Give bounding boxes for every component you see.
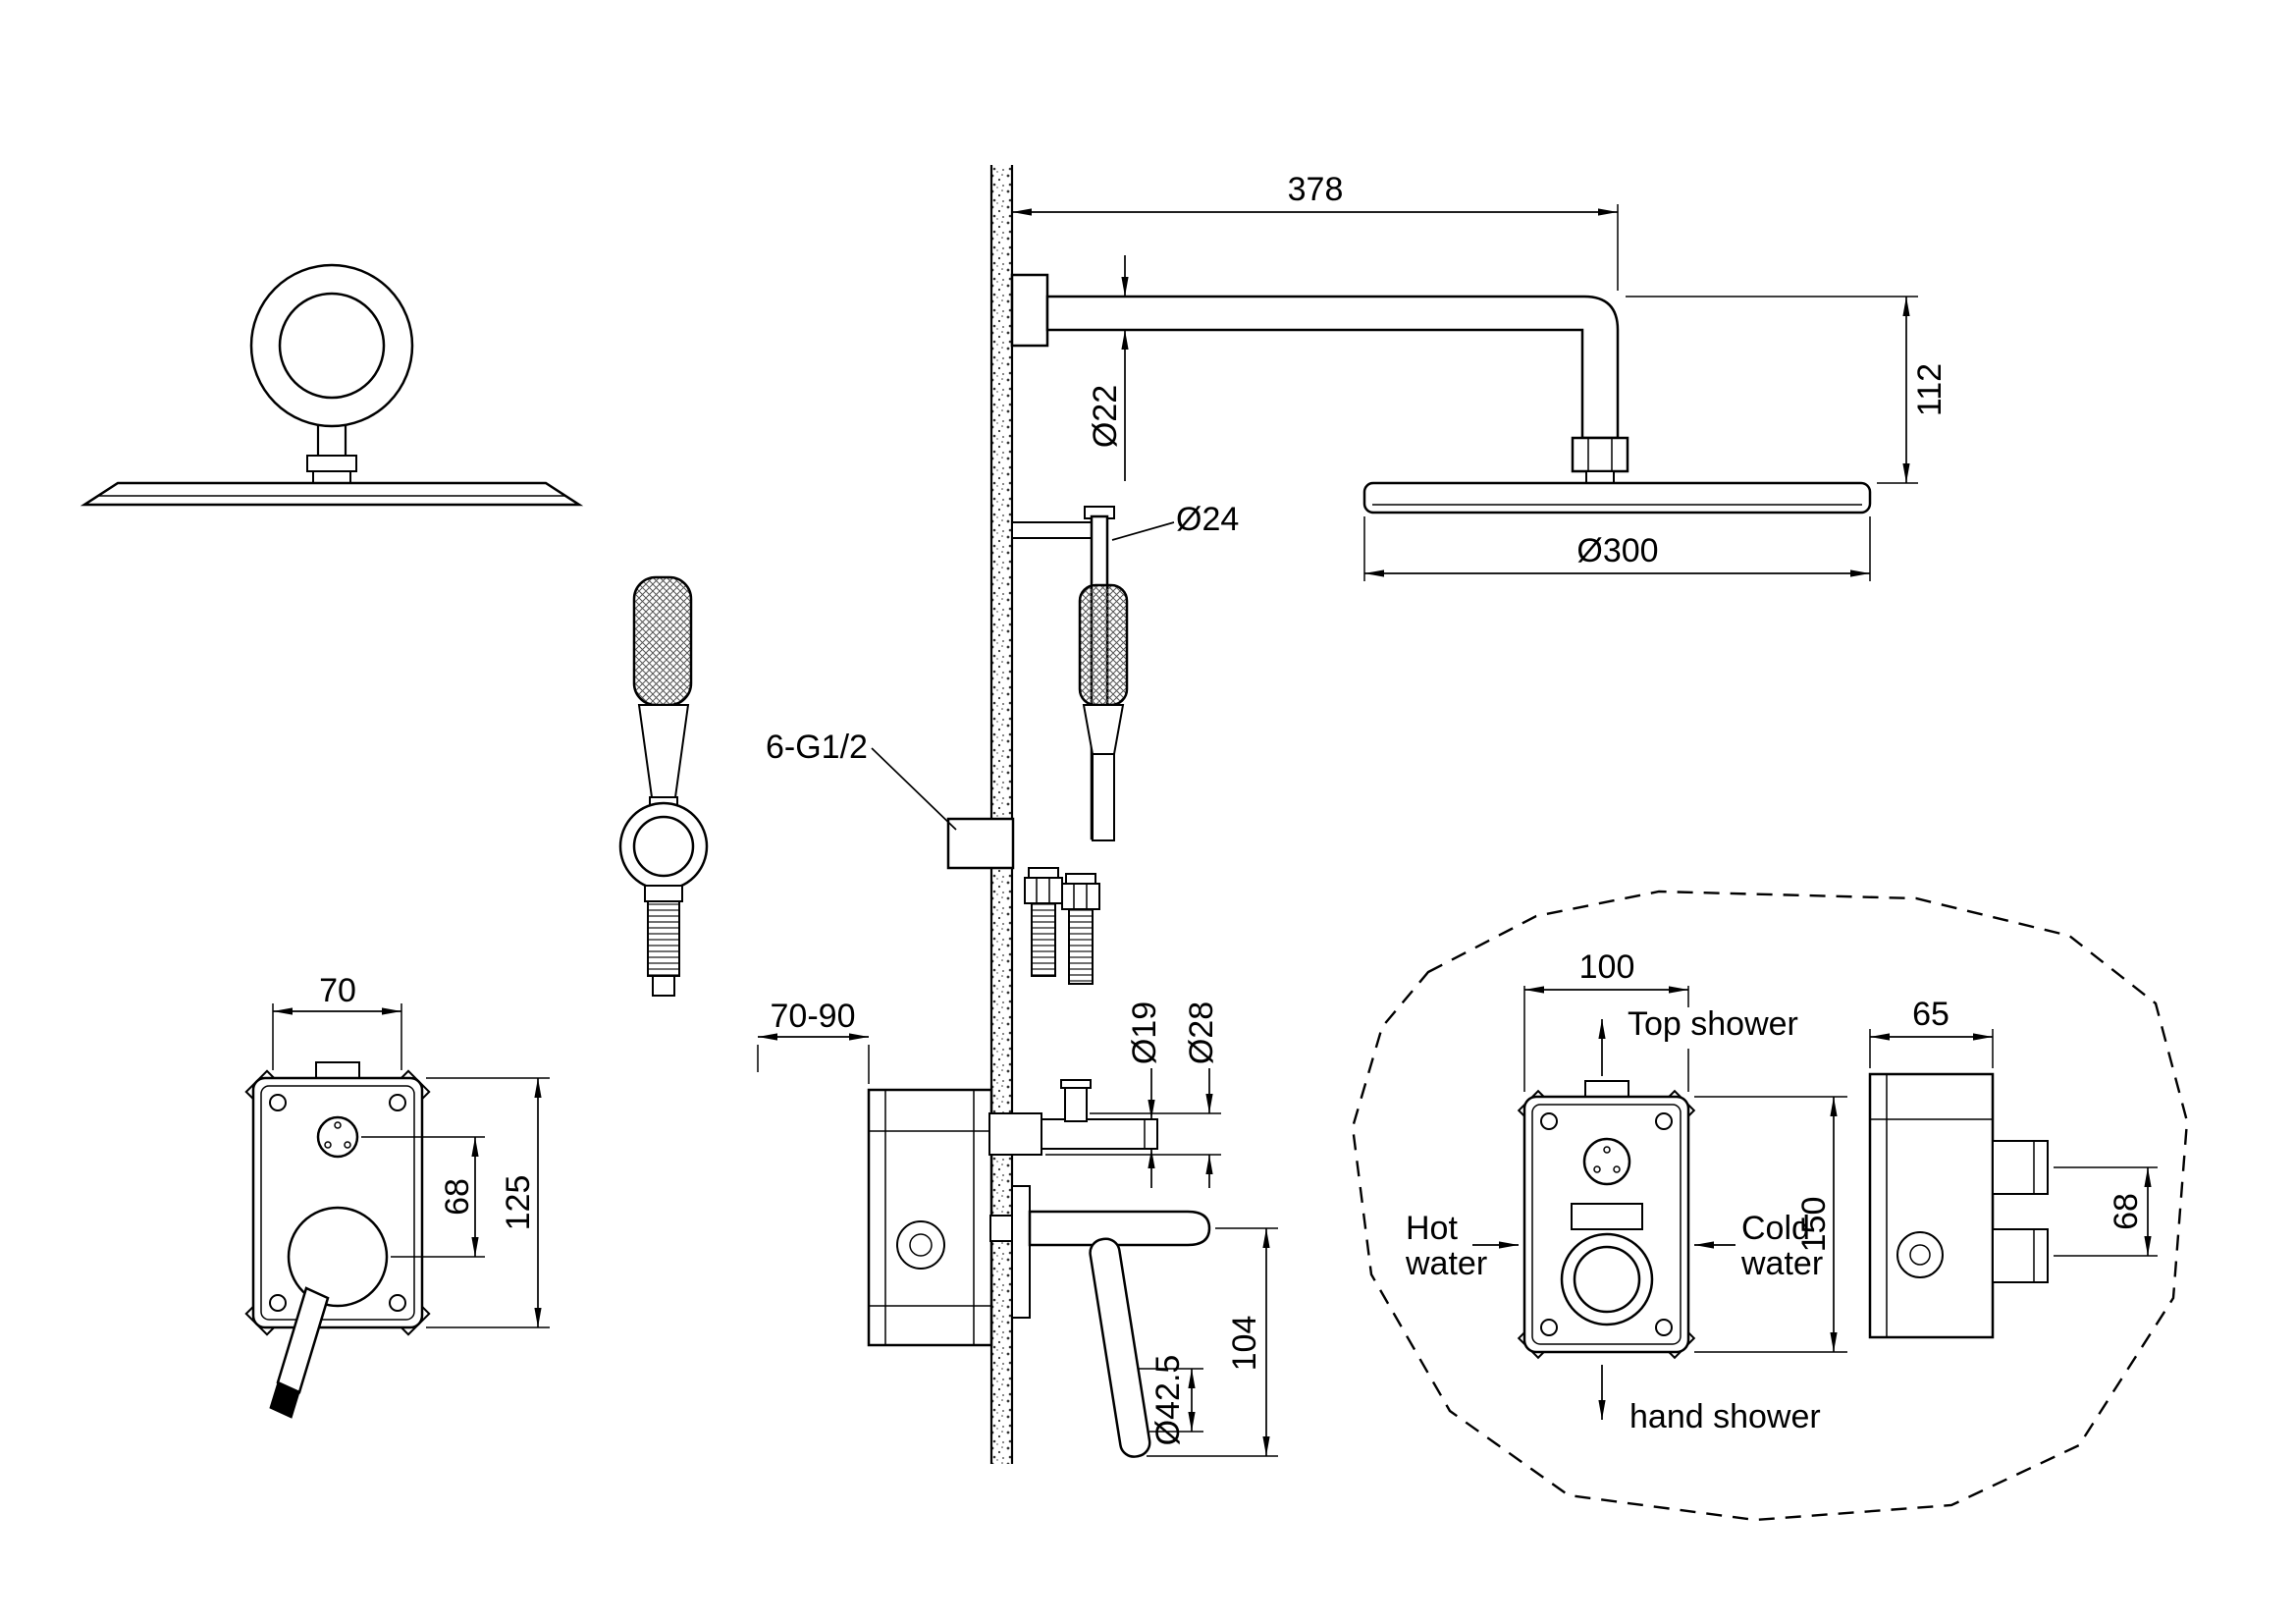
dim-detail-depth-label: 65	[1912, 996, 1949, 1033]
valve-stem	[1041, 1118, 1158, 1150]
cold-water-label-line1: Cold	[1741, 1210, 1810, 1247]
mixer-front-view: 70 68 125	[244, 972, 550, 1419]
shower-arm	[1045, 295, 1620, 440]
dim-arm-length-label: 378	[1288, 171, 1344, 208]
dim-detail-width-label: 100	[1579, 948, 1635, 986]
side-port-bottom	[1992, 1228, 2049, 1283]
side-port-top	[1992, 1140, 2049, 1195]
mixer-lever-side	[1089, 1237, 1151, 1458]
dim-detail-height-label: 150	[1795, 1197, 1833, 1253]
dimensions-top: 378 Ø22 112 Ø300	[1011, 171, 1949, 581]
hand-shower-grip	[632, 575, 693, 707]
detail-bubble-outline	[1351, 890, 2189, 1522]
supply-connector-right	[1061, 873, 1100, 985]
dim-arm-diameter-label: Ø22	[1087, 385, 1124, 448]
dim-slidebar-diameter-label: Ø24	[1176, 501, 1239, 538]
diverter-port	[316, 1115, 359, 1159]
mixer-body-side	[1028, 1210, 1211, 1247]
dim-body-height-label: 125	[500, 1175, 537, 1231]
rain-head-side	[1362, 481, 1872, 514]
detail-bubble: 100 Top shower Hot water Cold water 150 …	[1351, 890, 2189, 1522]
roughin-side-view	[1868, 1072, 2049, 1339]
arm-nut	[1571, 436, 1629, 473]
slide-bar-bracket	[1011, 521, 1094, 539]
supply-connector-left	[1024, 867, 1063, 977]
shower-arm-assembly	[1010, 273, 1872, 514]
head-plate-edge	[80, 481, 584, 507]
hot-water-label-line1: Hot	[1406, 1210, 1458, 1247]
arm-wall-flange	[1010, 273, 1049, 348]
dim-head-drop-label: 112	[1911, 363, 1949, 416]
mixer-side-view: 70-90 Ø19 Ø28 Ø42.5 104	[757, 998, 1278, 1458]
cold-water-label-line2: water	[1740, 1245, 1823, 1282]
wall-supply-elbow	[946, 817, 1015, 870]
top-shower-label: Top shower	[1628, 1005, 1798, 1043]
cartridge-port	[287, 1206, 389, 1308]
dim-body-width-label: 70	[319, 972, 356, 1009]
hand-shower-label: hand shower	[1629, 1398, 1821, 1435]
dim-head-diameter-label: Ø300	[1576, 532, 1658, 569]
dim-recess-depth-label: 70-90	[771, 998, 856, 1035]
roughin-box-side	[1868, 1072, 1995, 1339]
wall-section	[989, 165, 1014, 1464]
valve-body-side	[867, 1088, 993, 1347]
dim-stem-small-label: Ø19	[1126, 1001, 1163, 1064]
thread-callout-label: 6-G1/2	[766, 729, 868, 766]
dim-handle-length-label: 104	[1226, 1316, 1263, 1372]
dim-circle-offset-label: 68	[439, 1178, 476, 1216]
dim-port-spacing-label: 68	[2108, 1193, 2145, 1230]
slide-bar-assembly: 6-G1/2 Ø24	[766, 501, 1239, 985]
dim-handle-diameter-label: Ø42.5	[1149, 1355, 1187, 1446]
dim-stem-large-label: Ø28	[1183, 1001, 1220, 1064]
hand-shower-front-view	[618, 575, 709, 997]
hot-water-label-line2: water	[1405, 1245, 1487, 1282]
hand-shower-side	[1078, 583, 1129, 707]
escutcheon	[1011, 1185, 1031, 1319]
threaded-connector	[647, 900, 680, 977]
head-shower-front-view	[80, 263, 584, 507]
roughin-front-view	[1517, 1080, 1696, 1360]
